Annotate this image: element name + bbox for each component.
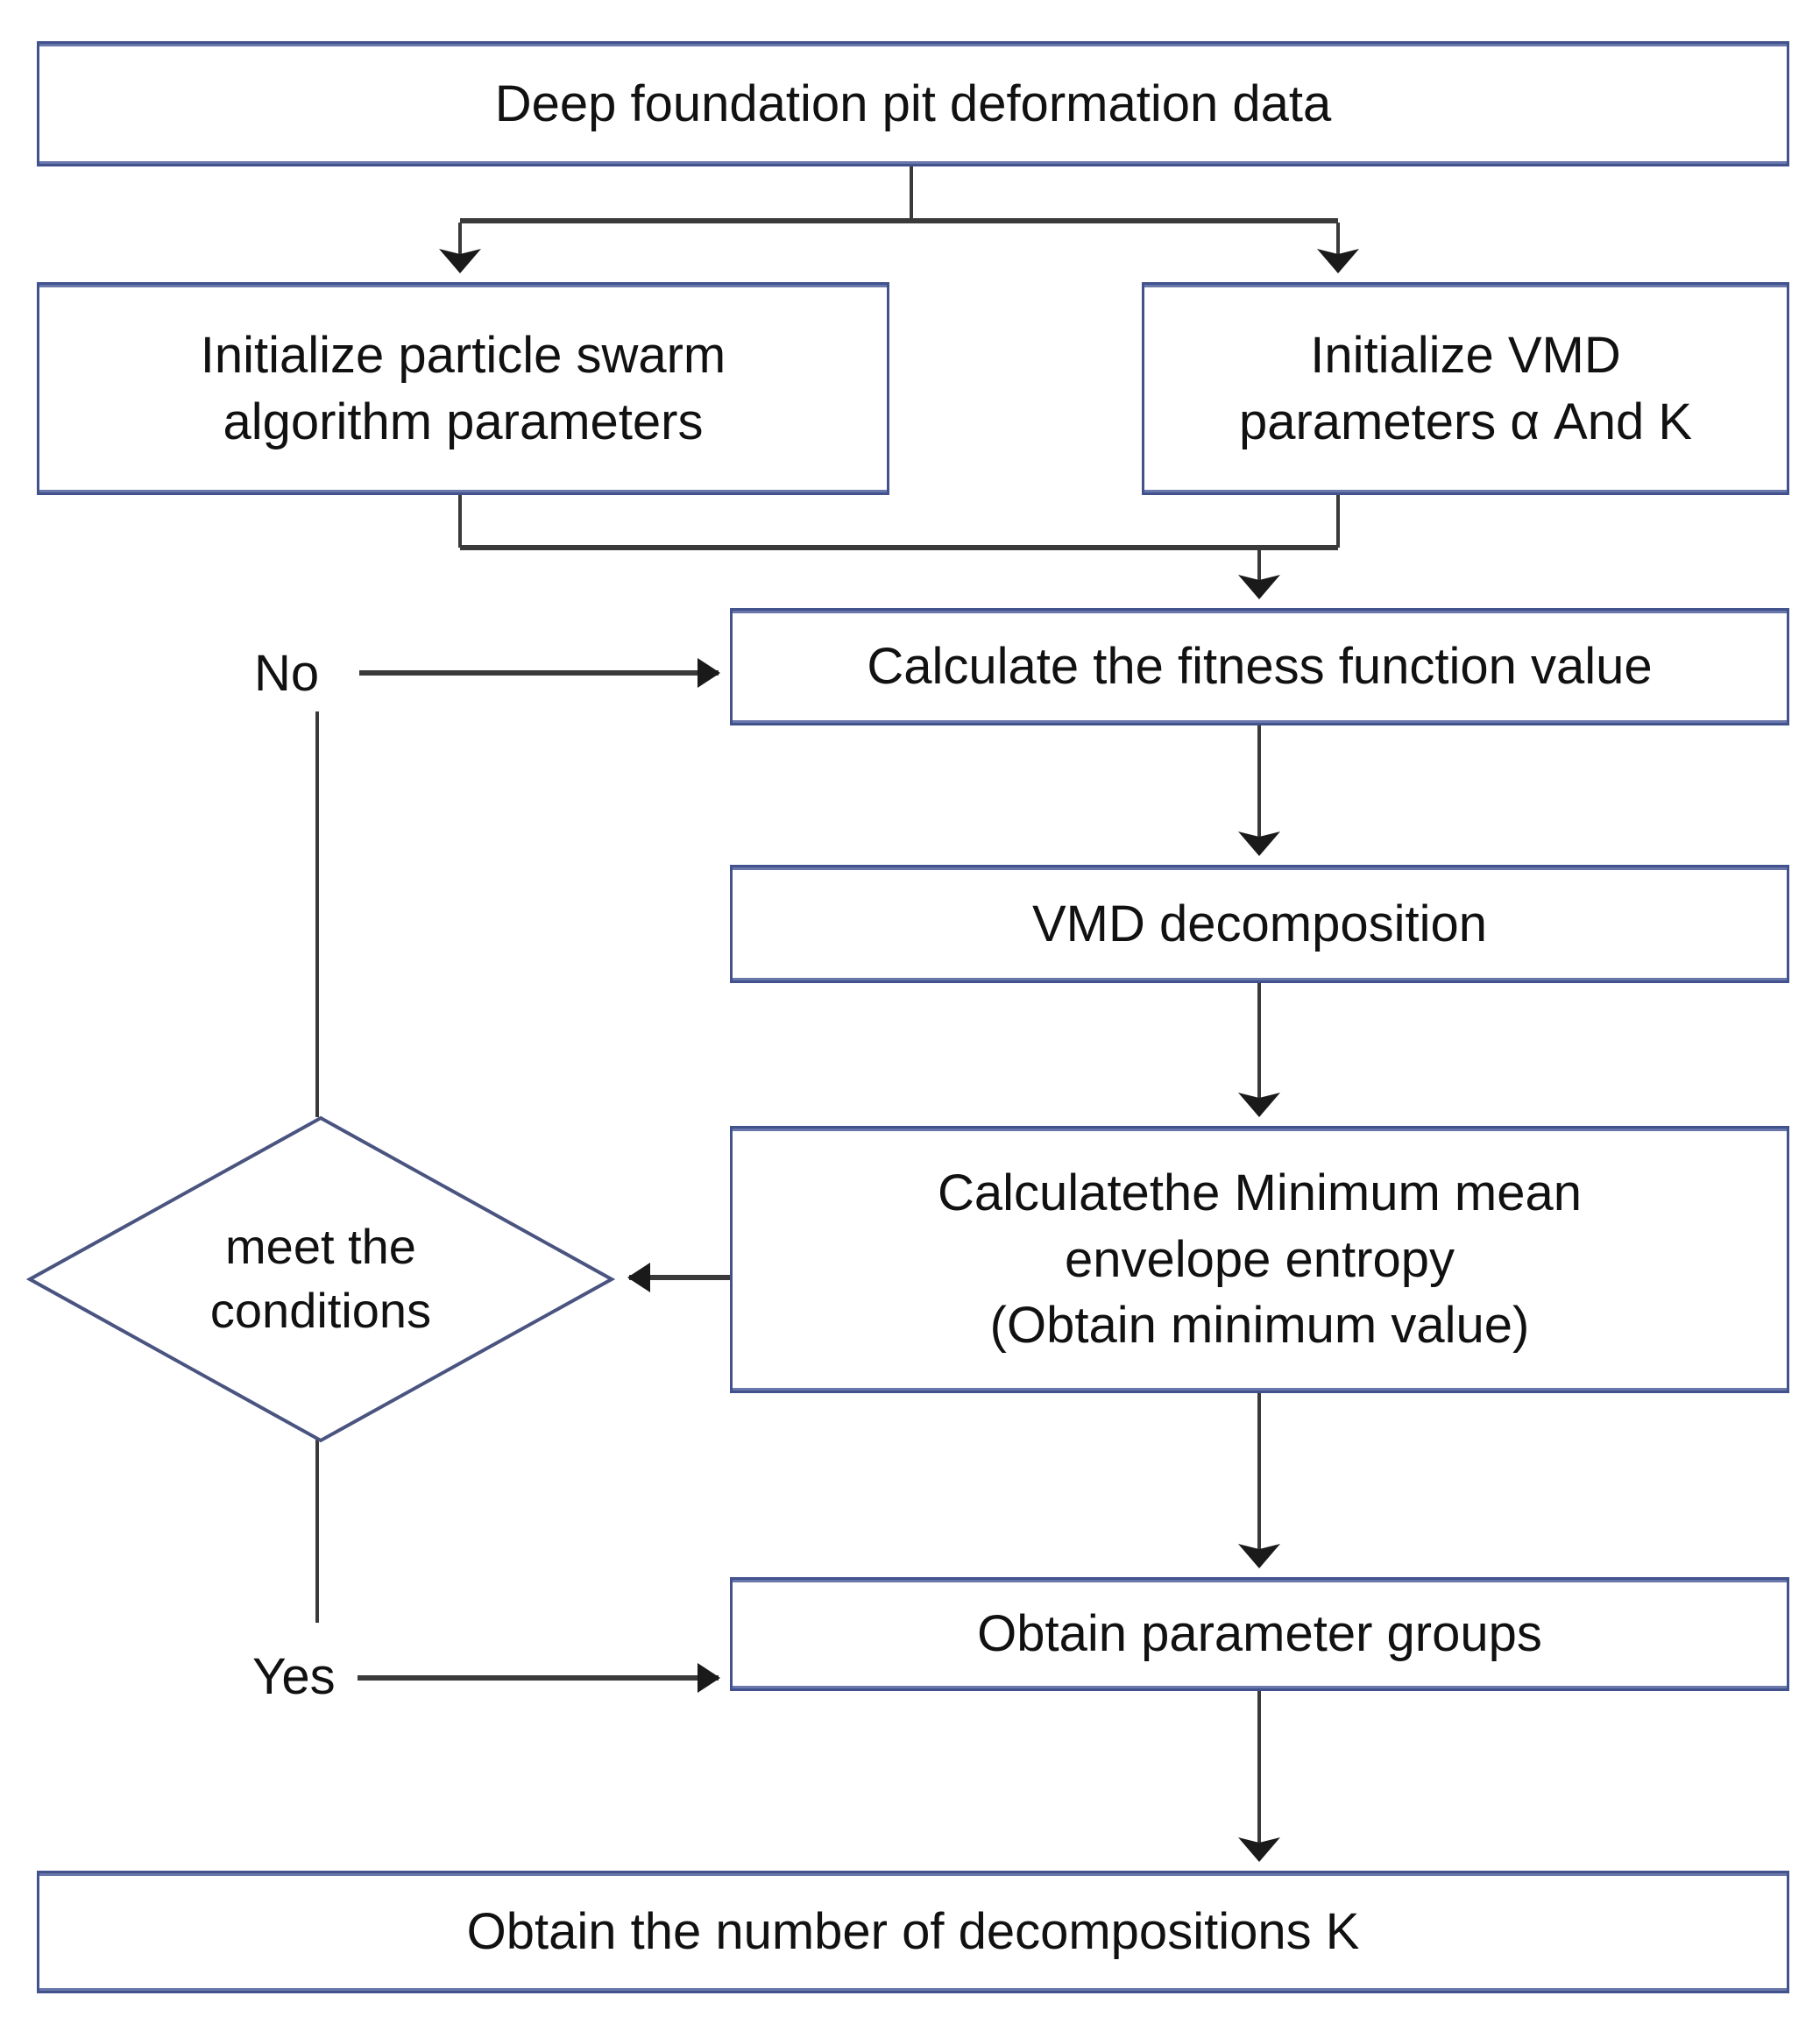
- node-label: VMD decomposition: [1032, 895, 1487, 952]
- node-label-line-2: envelope entropy: [1065, 1230, 1455, 1288]
- node-label-line-2: algorithm parameters: [223, 393, 704, 450]
- node-label: Obtain parameter groups: [977, 1605, 1542, 1663]
- node-label-line-1: Initialize VMD: [1310, 327, 1621, 385]
- node-label-line-2: parameters α And K: [1238, 393, 1693, 450]
- node-label: Calculate the fitness function value: [867, 638, 1653, 696]
- node-label-line-3: (Obtain minimum value): [989, 1297, 1530, 1355]
- node-meet-the-conditions[interactable]: meet the conditions: [26, 1115, 615, 1444]
- node-label: Initialize VMD parameters α And K: [1144, 322, 1787, 455]
- node-label: Initialize particle swarm algorithm para…: [39, 322, 887, 455]
- node-obtain-parameter-groups[interactable]: Obtain parameter groups: [730, 1577, 1789, 1691]
- node-calculate-minimum-mean-envelope-entropy[interactable]: Calculatethe Minimum mean envelope entro…: [730, 1126, 1789, 1393]
- node-label: Deep foundation pit deformation data: [494, 74, 1332, 132]
- edge-label-yes: Yes: [252, 1648, 336, 1705]
- node-deep-foundation-pit-deformation-data[interactable]: Deep foundation pit deformation data: [37, 41, 1789, 166]
- edge-label-no: No: [254, 645, 320, 702]
- node-label: Calculatethe Minimum mean envelope entro…: [733, 1160, 1787, 1358]
- node-vmd-decomposition[interactable]: VMD decomposition: [730, 865, 1789, 983]
- node-calculate-fitness-function-value[interactable]: Calculate the fitness function value: [730, 608, 1789, 725]
- node-initialize-particle-swarm[interactable]: Initialize particle swarm algorithm para…: [37, 282, 889, 495]
- node-label-line-1: Calculatethe Minimum mean: [938, 1164, 1582, 1222]
- node-label: Obtain the number of decompositions K: [466, 1903, 1360, 1961]
- node-initialize-vmd-parameters[interactable]: Initialize VMD parameters α And K: [1142, 282, 1789, 495]
- node-label-line-1: Initialize particle swarm: [200, 327, 726, 385]
- node-obtain-number-of-decompositions[interactable]: Obtain the number of decompositions K: [37, 1871, 1789, 1993]
- diamond-shape: [26, 1115, 615, 1443]
